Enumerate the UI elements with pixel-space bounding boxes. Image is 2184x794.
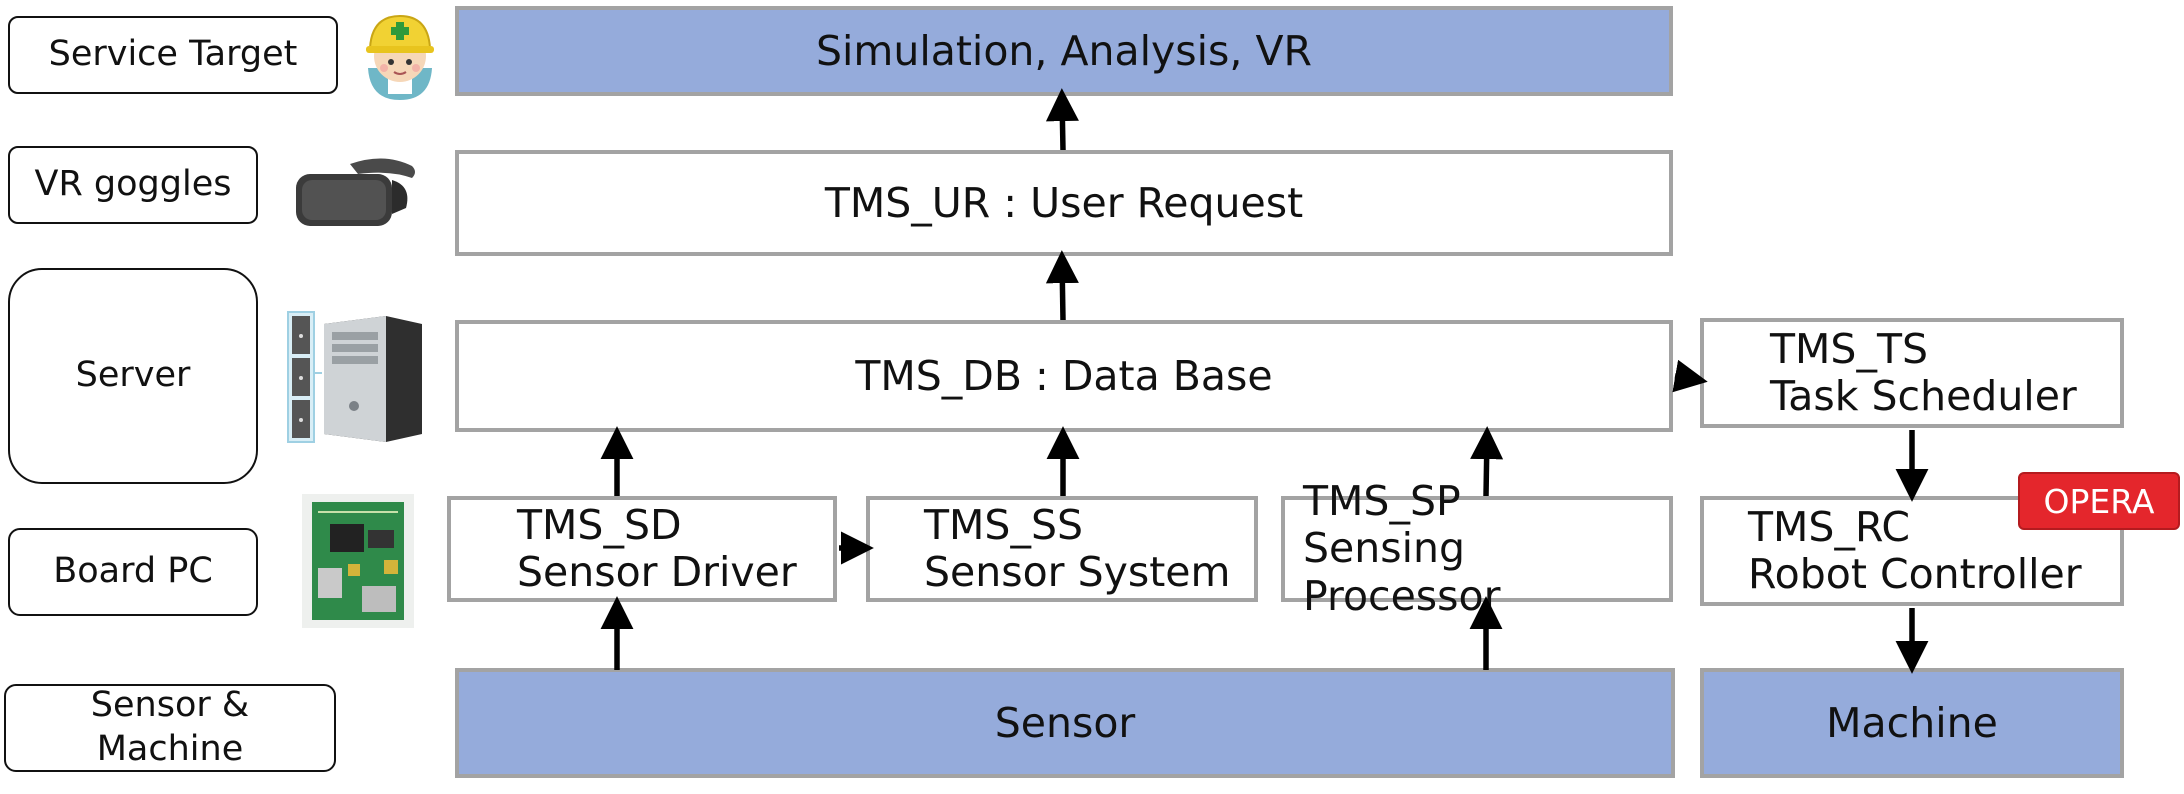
legend-board-pc-text: Board PC	[53, 551, 213, 592]
tms-rc-name: TMS_RC	[1748, 502, 1911, 551]
arrow-ur-to-simulation	[1045, 88, 1079, 151]
legend-vr-goggles: VR goggles	[8, 146, 258, 224]
tms-rc-desc: Robot Controller	[1748, 550, 2082, 598]
tms-ur-text: TMS_UR : User Request	[824, 179, 1304, 227]
simulation-analysis-vr-text: Simulation, Analysis, VR	[816, 27, 1312, 75]
opera-badge: OPERA	[2018, 472, 2180, 530]
legend-sensor-machine: Sensor & Machine	[4, 684, 336, 772]
opera-badge-text: OPERA	[2043, 481, 2155, 521]
tms-sp-block: TMS_SP Sensing Processor	[1281, 478, 1673, 619]
circuit-board-icon	[302, 494, 414, 628]
tms-sd-name: TMS_SD	[517, 500, 682, 549]
machine-text: Machine	[1826, 699, 1998, 747]
tms-db-block: TMS_DB : Data Base	[455, 320, 1673, 432]
tms-ur-block: TMS_UR : User Request	[455, 150, 1673, 256]
tms-sp-desc: Sensing Processor	[1303, 524, 1501, 620]
sensor-text: Sensor	[994, 699, 1136, 747]
tms-ts-name: TMS_TS	[1770, 324, 1929, 373]
arrow-db-to-ts	[1672, 359, 1708, 393]
machine-block: Machine	[1700, 668, 2124, 778]
worker-helmet-icon	[366, 14, 434, 100]
tms-db-text: TMS_DB : Data Base	[855, 352, 1273, 400]
arrow-db-to-ur	[1045, 250, 1079, 321]
sensor-block: Sensor	[455, 668, 1675, 778]
tms-sd-desc: Sensor Driver	[517, 548, 797, 596]
tms-sd-block: TMS_SD Sensor Driver	[447, 496, 837, 602]
legend-service-target: Service Target	[8, 16, 338, 94]
vr-goggles-icon	[296, 158, 415, 226]
tms-ts-desc: Task Scheduler	[1770, 372, 2077, 420]
tms-ss-desc: Sensor System	[924, 548, 1231, 596]
legend-service-target-text: Service Target	[48, 34, 298, 75]
legend-sensor-machine-line2: Machine	[96, 729, 244, 769]
server-tower-icon	[287, 311, 422, 443]
arrow-sp-to-db	[1470, 426, 1504, 497]
legend-server: Server	[8, 268, 258, 484]
tms-ss-block: TMS_SS Sensor System	[866, 496, 1258, 602]
legend-board-pc: Board PC	[8, 528, 258, 616]
tms-ts-block: TMS_TS Task Scheduler	[1700, 318, 2124, 428]
tms-sp-name: TMS_SP	[1303, 477, 1461, 526]
legend-sensor-machine-line1: Sensor &	[90, 685, 250, 726]
legend-server-text: Server	[75, 355, 191, 396]
legend-vr-goggles-text: VR goggles	[34, 164, 232, 205]
tms-ss-name: TMS_SS	[924, 500, 1083, 549]
